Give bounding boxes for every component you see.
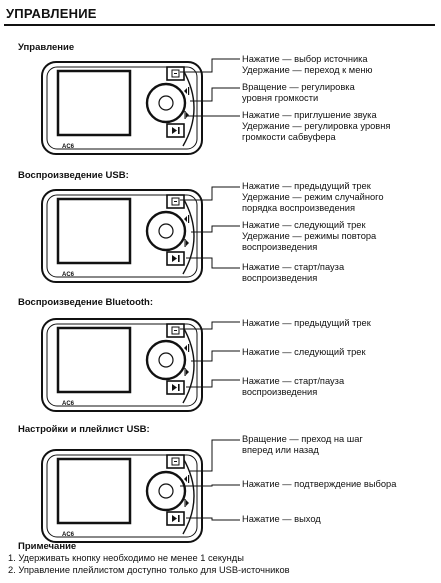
leader-line (180, 484, 240, 487)
knob-center (158, 483, 174, 499)
description-play-pause: Нажатие — старт/пауза воспроизведения (242, 376, 345, 397)
leader-line (186, 257, 240, 269)
pause-icon (178, 515, 180, 522)
previous-icon (184, 88, 187, 94)
source-icon (171, 69, 180, 78)
next-bar-icon (184, 368, 186, 376)
side-panel-curve (182, 197, 195, 275)
previous-bar-icon (188, 475, 190, 483)
section-heading: Настройки и плейлист USB: (18, 424, 150, 435)
description-next: Нажатие — следующий трек Удержание — реж… (242, 220, 377, 252)
device-group: AC6 (41, 318, 240, 412)
play-icon (172, 127, 177, 134)
note-item: 2. Управление плейлистом доступно только… (8, 565, 290, 575)
previous-icon (184, 345, 187, 351)
device-group: AC6 (41, 58, 240, 155)
next-icon (186, 240, 189, 246)
description-mute: Нажатие — приглушение звука Удержание — … (242, 110, 391, 142)
device-illustration: AC6 (41, 58, 240, 155)
model-label: AC6 (62, 144, 75, 150)
device-inner-border (46, 454, 198, 538)
leader-line (191, 350, 240, 362)
knob-center (158, 95, 174, 111)
device-inner-border (46, 323, 198, 407)
note-heading: Примечание (18, 541, 77, 552)
pause-icon (178, 255, 180, 262)
device-inner-border (46, 194, 198, 278)
model-label: AC6 (62, 401, 75, 407)
next-icon (186, 500, 189, 506)
description-previous: Нажатие — предыдущий трек Удержание — ре… (242, 181, 384, 213)
play-icon (172, 515, 177, 522)
previous-bar-icon (188, 87, 190, 95)
source-icon (171, 457, 180, 466)
leader-line (190, 439, 240, 472)
knob-center (158, 223, 174, 239)
device-illustration: AC6 (41, 439, 240, 543)
title-divider (4, 24, 435, 26)
next-bar-icon (184, 111, 186, 119)
description-volume: Вращение — регулировка уровня громкости (242, 82, 355, 103)
model-label: AC6 (62, 272, 75, 278)
device-group: AC6 (41, 439, 240, 543)
next-bar-icon (184, 499, 186, 507)
side-panel-curve (182, 69, 195, 147)
leader-line (186, 517, 240, 521)
leader-line (190, 87, 240, 102)
description-next: Нажатие — следующий трек (242, 347, 366, 357)
play-icon (172, 384, 177, 391)
knob-center (158, 352, 174, 368)
pause-icon (178, 384, 180, 391)
display-screen (56, 69, 132, 137)
device-inner-border (46, 66, 198, 150)
section-heading: Управление (18, 42, 75, 53)
display-screen (56, 457, 132, 525)
source-icon (171, 197, 180, 206)
next-icon (186, 369, 189, 375)
description-source: Нажатие — выбор источника Удержание — пе… (242, 54, 373, 75)
description-confirm: Нажатие — подтверждение выбора (242, 479, 397, 489)
previous-icon (184, 216, 187, 222)
leader-line (180, 186, 240, 201)
pause-icon (178, 127, 180, 134)
display-screen (56, 326, 132, 394)
display-screen (56, 197, 132, 265)
description-exit: Нажатие — выход (242, 514, 321, 524)
section-heading: Воспроизведение USB: (18, 170, 129, 181)
note-item: 1. Удерживать кнопку необходимо не менее… (8, 553, 244, 563)
previous-icon (184, 476, 187, 482)
device-group: AC6 (41, 186, 240, 283)
description-rotate-step: Вращение — преход на шаг вперед или наза… (242, 434, 363, 455)
leader-line (180, 58, 240, 73)
play-icon (172, 255, 177, 262)
source-icon (171, 326, 180, 335)
next-bar-icon (184, 239, 186, 247)
section-heading: Воспроизведение Bluetooth: (18, 297, 154, 308)
description-previous: Нажатие — предыдущий трек (242, 318, 371, 328)
side-panel-curve (182, 457, 195, 535)
device-illustration: AC6 (41, 186, 240, 283)
leader-line (186, 379, 240, 388)
previous-bar-icon (188, 344, 190, 352)
leader-line (180, 321, 240, 330)
device-illustration: AC6 (41, 318, 240, 412)
page-title: УПРАВЛЕНИЕ (6, 6, 97, 21)
model-label: AC6 (62, 532, 75, 538)
description-play-pause: Нажатие — старт/пауза воспроизведения (242, 262, 345, 283)
leader-line (191, 225, 240, 233)
previous-bar-icon (188, 215, 190, 223)
side-panel-curve (182, 326, 195, 404)
